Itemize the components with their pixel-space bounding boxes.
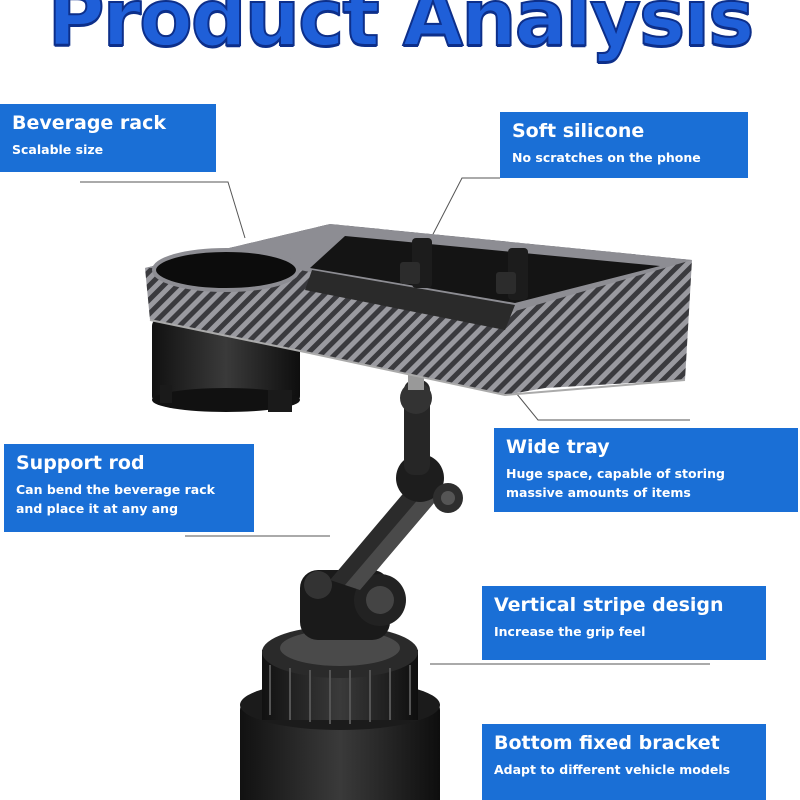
callout-subtext: Increase the grip feel	[494, 623, 646, 639]
callout-subtext: Scalable size	[12, 141, 104, 157]
callout-subtext: Can bend the beverage rack and place it …	[16, 481, 215, 516]
bottom-bracket-shape	[240, 626, 440, 800]
callout-heading: Beverage rack	[12, 112, 167, 134]
callout-beverage-rack: Beverage rack Scalable size	[0, 104, 216, 172]
page-title: Product Analysis	[47, 0, 756, 65]
callout-heading: Vertical stripe design	[494, 594, 724, 616]
callout-bottom-bracket: Bottom fixed bracket Adapt to different …	[482, 724, 766, 800]
support-rod-shape	[330, 360, 463, 590]
callout-vertical-stripe: Vertical stripe design Increase the grip…	[482, 586, 766, 660]
callout-support-rod: Support rod Can bend the beverage rack a…	[4, 444, 254, 532]
callout-subtext: Adapt to different vehicle models	[494, 761, 731, 777]
callout-heading: Support rod	[16, 452, 145, 474]
phone-clip-shape	[400, 238, 528, 300]
callout-subtext: Huge space, capable of storing massive a…	[506, 465, 725, 500]
callout-subtext: No scratches on the phone	[512, 149, 701, 165]
callout-soft-silicone: Soft silicone No scratches on the phone	[500, 112, 748, 178]
callout-heading: Wide tray	[506, 436, 610, 458]
leader-lines	[80, 177, 710, 665]
callout-heading: Soft silicone	[512, 120, 645, 142]
lower-joint-shape	[300, 570, 406, 640]
callout-heading: Bottom fixed bracket	[494, 732, 720, 754]
callout-wide-tray: Wide tray Huge space, capable of storing…	[494, 428, 798, 512]
